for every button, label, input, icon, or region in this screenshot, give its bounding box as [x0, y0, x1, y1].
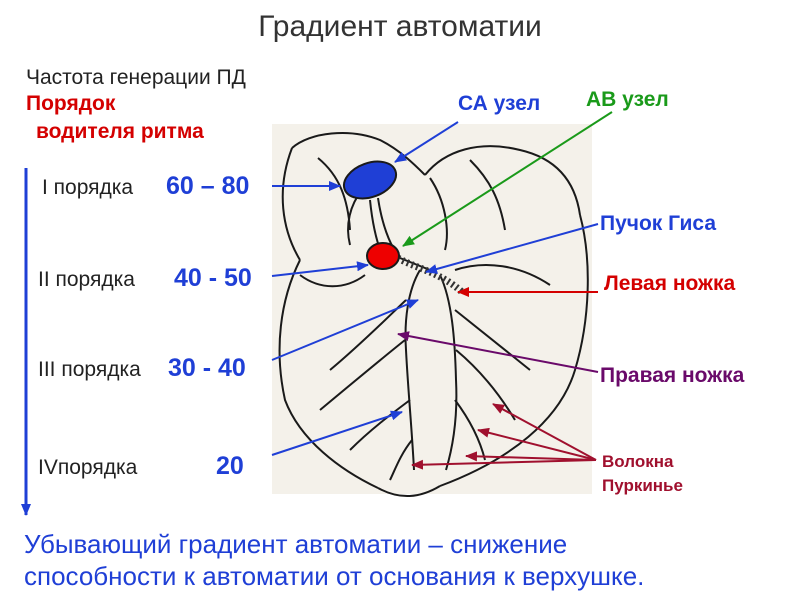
order-1-label: I порядка — [42, 176, 134, 199]
purkinje-arrow-4 — [411, 459, 597, 470]
pacemaker-heading-line2: водителя ритма — [36, 120, 204, 143]
conclusion-line1: Убывающий градиент автоматии – снижение — [24, 529, 568, 559]
page-title: Градиент автоматии — [258, 10, 542, 43]
conduction-system — [319, 189, 531, 481]
av-node-arrow — [402, 111, 613, 247]
left-branch-label: Левая ножка — [604, 272, 736, 295]
order-3-frequency: 30 - 40 — [168, 354, 246, 382]
sa-node-shape — [342, 160, 398, 200]
order-3-arrow — [271, 299, 419, 361]
order-4-label: IVпорядка — [38, 456, 138, 479]
purkinje-arrow-3 — [465, 451, 597, 462]
right-branch-label: Правая ножка — [600, 364, 745, 387]
right-branch-arrow — [397, 331, 599, 373]
order-3-label: III порядка — [38, 358, 141, 381]
purkinje-label-line2: Пуркинье — [602, 476, 683, 495]
pacemaker-heading-line1: Порядок — [26, 92, 116, 115]
conclusion-line2: способности к автоматии от основания к в… — [24, 561, 645, 591]
sa-node-arrow — [394, 121, 459, 163]
sa-node-label: СА узел — [458, 92, 541, 115]
av-node-label: АВ узел — [586, 88, 669, 111]
order-4-frequency: 20 — [216, 452, 244, 480]
purkinje-arrow-2 — [477, 427, 597, 461]
av-node-shape — [366, 242, 400, 270]
purkinje-label-line1: Волокна — [602, 452, 674, 471]
order-1-frequency: 60 – 80 — [166, 172, 250, 200]
order-2-frequency: 40 - 50 — [174, 264, 252, 292]
order-2-label: II порядка — [38, 268, 135, 291]
purkinje-arrow-1 — [492, 403, 597, 461]
order-4-arrow — [271, 410, 403, 456]
heart-outline — [278, 132, 589, 498]
frequency-heading: Частота генерации ПД — [26, 66, 246, 89]
order-2-arrow — [271, 261, 369, 277]
his-bundle-label: Пучок Гиса — [600, 212, 717, 235]
his-bundle-strand — [396, 254, 465, 295]
his-bundle-arrow — [425, 223, 599, 274]
conclusion-text: Убывающий градиент автоматии – снижение … — [24, 528, 644, 592]
